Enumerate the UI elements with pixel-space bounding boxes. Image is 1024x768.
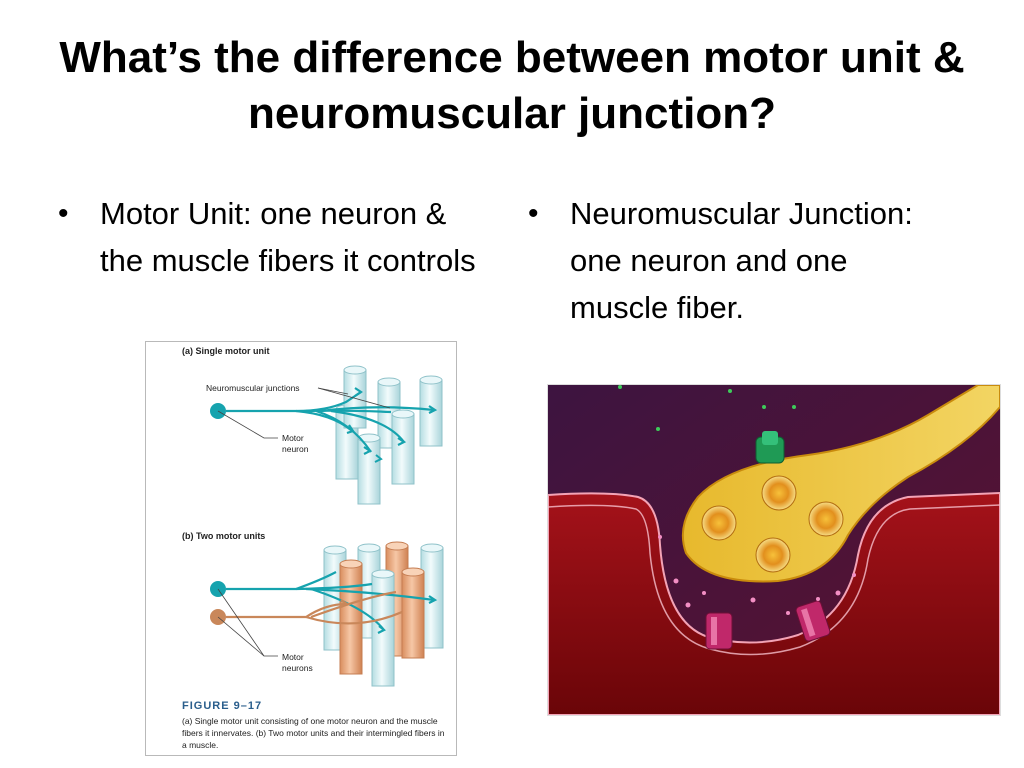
bullet-marker: •: [58, 197, 69, 230]
left-column: • Motor Unit: one neuron & the muscle fi…: [58, 190, 498, 284]
acetylcholine-receptors: [705, 600, 831, 650]
slide-title: What’s the difference between motor unit…: [59, 33, 965, 138]
bullet-text-neuromuscular-junction: Neuromuscular Junction: one neuron and o…: [570, 196, 913, 325]
bullet-item-neuromuscular-junction: • Neuromuscular Junction: one neuron and…: [528, 190, 948, 331]
figure-caption: (a) Single motor unit consisting of one …: [182, 716, 445, 750]
synaptic-vesicles: [701, 475, 844, 573]
panel-a-neuron-label: Motor neuron: [282, 433, 309, 454]
motor-unit-figure: (a) Single motor unit Neuromuscular junc…: [145, 341, 457, 756]
bullet-item-motor-unit: • Motor Unit: one neuron & the muscle fi…: [58, 190, 498, 284]
neurotransmitter-particles: [658, 535, 856, 615]
nmj-diagram: [548, 385, 1000, 715]
panel-b-title: (b) Two motor units: [182, 531, 266, 541]
bullet-text-motor-unit: Motor Unit: one neuron & the muscle fibe…: [100, 196, 476, 278]
bullet-marker: •: [528, 197, 539, 230]
neuromuscular-junction-illustration: [547, 384, 1001, 716]
axon-terminal: [682, 385, 1000, 583]
right-column: • Neuromuscular Junction: one neuron and…: [528, 190, 948, 331]
panel-a-title: (a) Single motor unit: [182, 346, 270, 356]
panel-a-fibers: [335, 365, 443, 505]
figure-caption-title: FIGURE 9–17: [182, 700, 263, 712]
panel-b-neuron-label: Motor neurons: [282, 652, 313, 673]
calcium-ions: [618, 385, 796, 431]
calcium-channel: [755, 431, 785, 464]
panel-b-fibers: [323, 541, 444, 687]
motor-unit-diagram: [210, 365, 444, 687]
panel-a-nmj-label: Neuromuscular junctions: [206, 383, 300, 393]
